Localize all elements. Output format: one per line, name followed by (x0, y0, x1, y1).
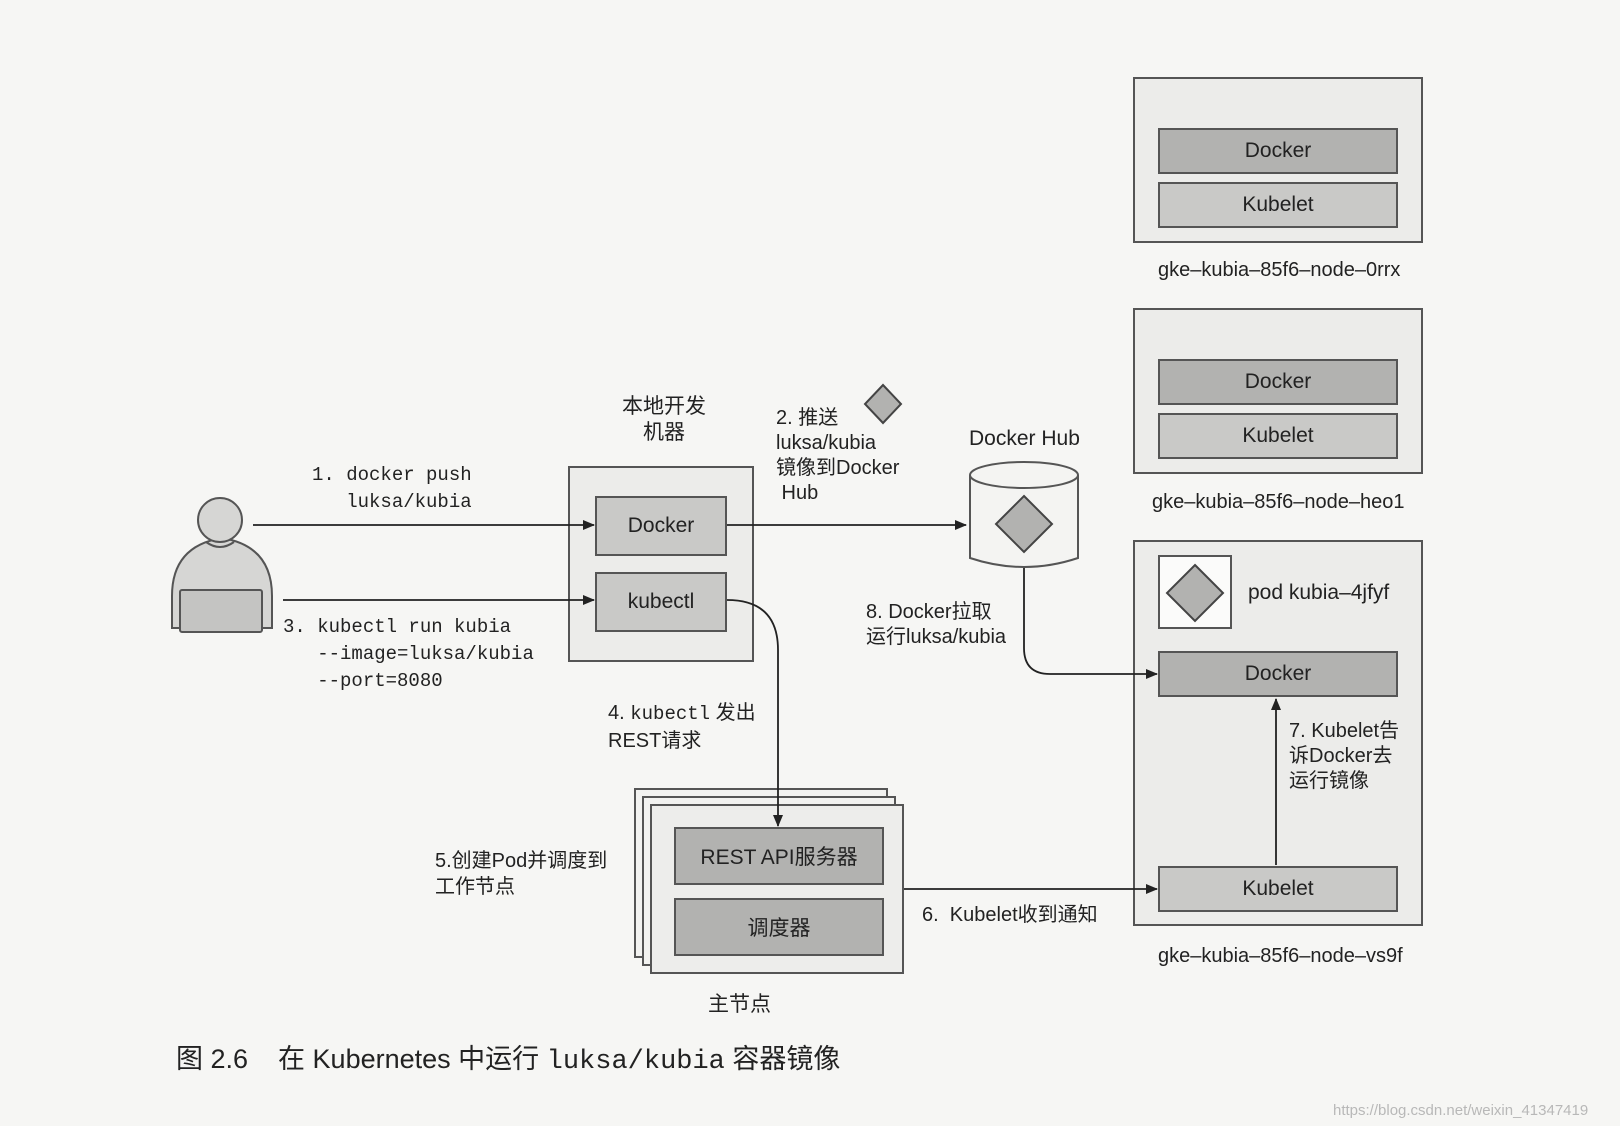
arrow-hub-to-node-docker (1023, 568, 1158, 679)
node-vs9f-kubelet-box: Kubelet (1158, 866, 1398, 912)
caption-prefix: 图 2.6 在 Kubernetes 中运行 (176, 1044, 547, 1074)
step4-label: 4. kubectl 发出 REST请求 (608, 700, 756, 754)
kubectl-box: kubectl (595, 572, 727, 632)
node-0rrx-kubelet-box: Kubelet (1158, 182, 1398, 228)
node-0rrx-docker-box: Docker (1158, 128, 1398, 174)
step4-code: kubectl (630, 703, 711, 725)
watermark: https://blog.csdn.net/weixin_41347419 (1333, 1102, 1589, 1119)
pod-diamond-icon (1165, 563, 1225, 623)
caption-code: luksa/kubia (546, 1047, 725, 1077)
figure-caption: 图 2.6 在 Kubernetes 中运行 luksa/kubia 容器镜像 (176, 1042, 840, 1076)
pushed-image-diamond-icon (863, 383, 903, 425)
step2-label: 2. 推送 luksa/kubia 镜像到Docker Hub (776, 407, 900, 504)
local-machine-title: 本地开发 机器 (622, 395, 706, 444)
scheduler-box: 调度器 (674, 898, 884, 956)
step1-label: 1. docker push luksa/kubia (312, 464, 472, 513)
node-heo1-kubelet-box: Kubelet (1158, 413, 1398, 459)
node-vs9f-label: gke–kubia–85f6–node–vs9f (1158, 945, 1403, 967)
step3-label: 3. kubectl run kubia --image=luksa/kubia… (283, 616, 534, 692)
step5-label: 5.创建Pod并调度到 工作节点 (435, 850, 608, 898)
node-heo1-docker-box: Docker (1158, 359, 1398, 405)
rest-api-server-box: REST API服务器 (674, 827, 884, 885)
step4-prefix: 4. (608, 702, 631, 724)
node-0rrx-label: gke–kubia–85f6–node–0rrx (1158, 259, 1401, 281)
user-icon (171, 497, 273, 633)
pod-label: pod kubia–4jfyf (1248, 581, 1390, 604)
node-vs9f-docker-box: Docker (1158, 651, 1398, 697)
image-diamond-icon (994, 494, 1054, 554)
docker-hub-title: Docker Hub (969, 427, 1080, 450)
step8-label: 8. Docker拉取 运行luksa/kubia (866, 601, 1007, 648)
local-docker-box: Docker (595, 496, 727, 556)
arrow-kubectl-to-api (726, 599, 783, 827)
caption-suffix: 容器镜像 (724, 1044, 841, 1074)
step4-suffix: 发出 REST请求 (608, 702, 756, 752)
step6-label: 6. Kubelet收到通知 (922, 904, 1098, 926)
node-heo1-label: gke–kubia–85f6–node–heo1 (1152, 491, 1405, 513)
step7-label: 7. Kubelet告 诉Docker去 运行镜像 (1289, 720, 1400, 792)
master-node-title: 主节点 (708, 993, 771, 1016)
